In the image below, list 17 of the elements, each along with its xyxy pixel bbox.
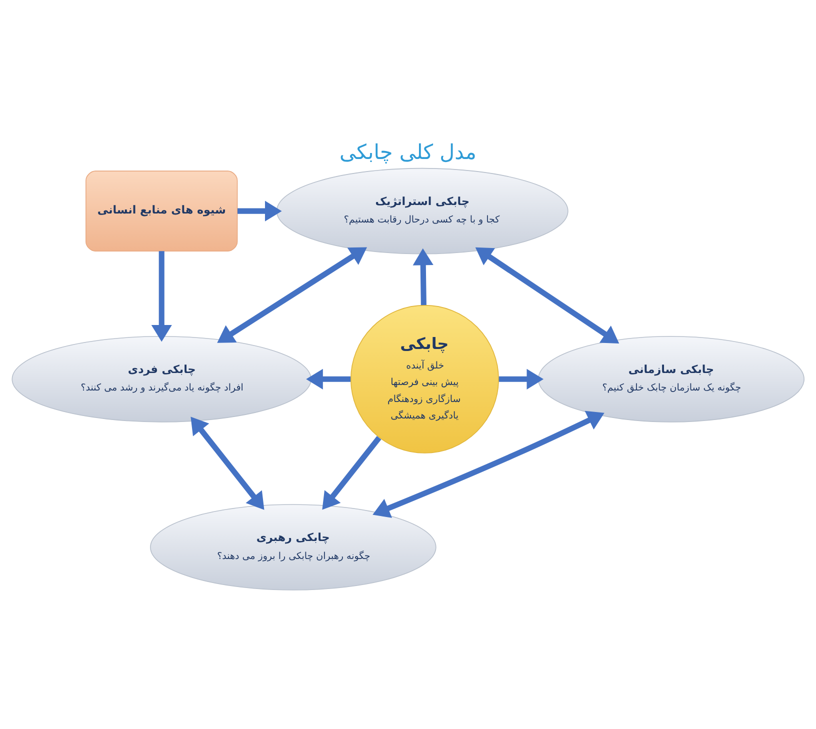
arrow <box>498 368 544 390</box>
arrow <box>238 200 282 222</box>
arrow <box>475 247 620 344</box>
arrow <box>412 248 434 306</box>
arrow <box>151 251 172 342</box>
node-circle: چابکی خلق آینده پیش بینی فرصتها سازگاری زودهنگام یادگیری همیشگی <box>350 304 499 454</box>
node-ellipse: چابکی فردی افراد چگونه یاد می‌گیرند و رشد می کنند؟ <box>12 336 312 422</box>
node-ellipse: چابکی استراتژیک کجا و با چه کسی درحال رقابت هستیم؟ <box>276 168 568 254</box>
node-ellipse: چابکی رهبری چگونه رهبران چابکی را بروز می دهند؟ <box>150 504 436 590</box>
arrow <box>322 436 382 510</box>
node-box: شیوه های منابع انسانی <box>86 170 238 252</box>
node-ellipse: چابکی سازمانی چگونه یک سازمان چابک خلق کنیم؟ <box>538 336 804 422</box>
arrow <box>306 368 351 390</box>
diagram-title: مدل کلی چابکی <box>340 140 476 164</box>
arrow <box>217 247 368 343</box>
arrow <box>372 410 604 518</box>
arrow <box>190 416 264 510</box>
